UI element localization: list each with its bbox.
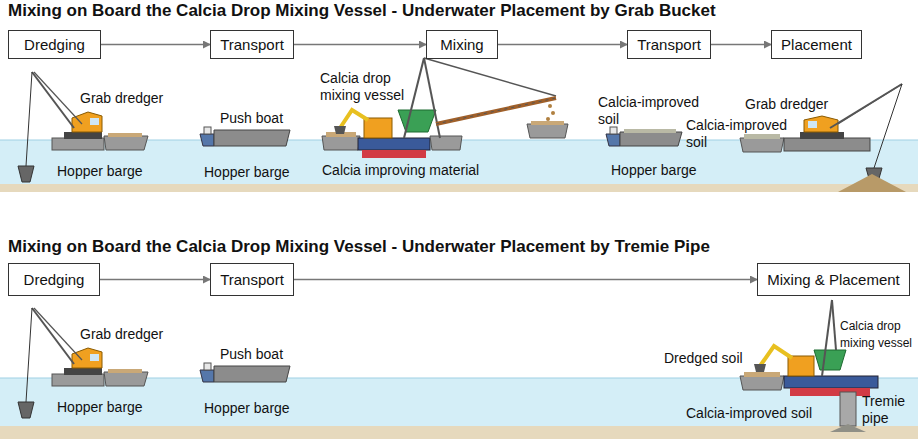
box-label: Transport <box>212 36 292 53</box>
part-label: Calcia drop mixing vessel <box>320 70 415 104</box>
part-label: Tremie pipe <box>862 393 914 427</box>
box-label: Dredging <box>16 36 93 53</box>
part-label: Push boat <box>220 110 283 127</box>
flow-arrow <box>101 44 210 46</box>
flow-arrow <box>100 279 210 281</box>
box-label: Mixing <box>432 36 491 53</box>
process-box: Placement <box>771 30 862 59</box>
box-label: Transport <box>629 36 709 53</box>
flow-arrow <box>498 44 627 46</box>
flow-arrow <box>294 44 426 46</box>
flow-arrow <box>711 44 771 46</box>
section-heading: Mixing on Board the Calcia Drop Mixing V… <box>8 2 716 19</box>
section-heading: Mixing on Board the Calcia Drop Mixing V… <box>8 238 710 255</box>
part-label: Hopper barge <box>57 399 143 416</box>
part-label: Grab dredger <box>745 96 828 113</box>
process-box: Transport <box>210 30 294 59</box>
part-label: Hopper barge <box>204 164 290 181</box>
flow-arrow <box>294 279 757 281</box>
process-box: Dredging <box>8 263 100 296</box>
part-label: Hopper barge <box>611 162 697 179</box>
part-label: Hopper barge <box>57 163 143 180</box>
process-box: Transport <box>627 30 711 59</box>
part-label: Grab dredger <box>80 326 163 343</box>
part-label: Dredged soil <box>664 350 743 367</box>
box-label: Transport <box>212 271 292 288</box>
part-label: Hopper barge <box>204 400 290 417</box>
part-label: Calcia drop mixing vessel <box>840 318 916 352</box>
part-label: Calcia-improved soil <box>686 405 812 422</box>
box-label: Placement <box>773 36 860 53</box>
box-label: Mixing & Placement <box>759 271 908 288</box>
part-label: Push boat <box>220 346 283 363</box>
process-box: Mixing & Placement <box>757 263 910 296</box>
part-label: Grab dredger <box>80 90 163 107</box>
process-box: Dredging <box>8 30 101 59</box>
part-label: Calcia improving material <box>322 162 479 179</box>
box-label: Dredging <box>16 271 93 288</box>
process-box: Transport <box>210 263 294 296</box>
process-box: Mixing <box>426 30 498 59</box>
part-label: Calcia-improved soil <box>686 117 794 151</box>
